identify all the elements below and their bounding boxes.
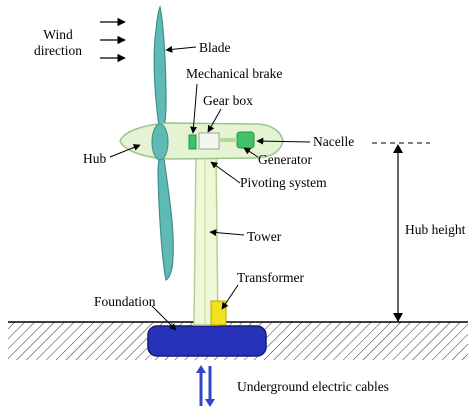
tower [193,151,219,326]
gear-box [198,132,220,150]
transformer-label: Transformer [237,270,304,285]
blades [153,5,174,281]
foundation [147,325,267,357]
generator-label: Generator [258,152,312,167]
foundation-label: Foundation [94,294,156,309]
mechanical-brake-label: Mechanical brake [186,66,283,81]
pivoting-system-label: Pivoting system [240,175,327,190]
wind-label-line1: Wind [43,27,73,42]
callout-lines [109,45,311,331]
transformer [210,300,227,326]
hub-height-indicator [372,142,430,322]
underground-cables-label: Underground electric cables [237,379,389,394]
mechanical-brake [188,134,197,150]
gear-box-label: Gear box [203,93,253,108]
hub [151,123,169,161]
wind-arrows [100,17,126,63]
wind-label-line2: direction [34,43,82,59]
hub-label: Hub [83,151,107,166]
nacelle-label: Nacelle [313,134,355,149]
wind-direction-label: Wind direction [34,27,82,59]
blade-label: Blade [199,40,231,55]
underground-cables [196,365,215,407]
generator [236,131,255,149]
hub-height-label: Hub height [405,222,466,237]
tower-label: Tower [247,229,282,244]
